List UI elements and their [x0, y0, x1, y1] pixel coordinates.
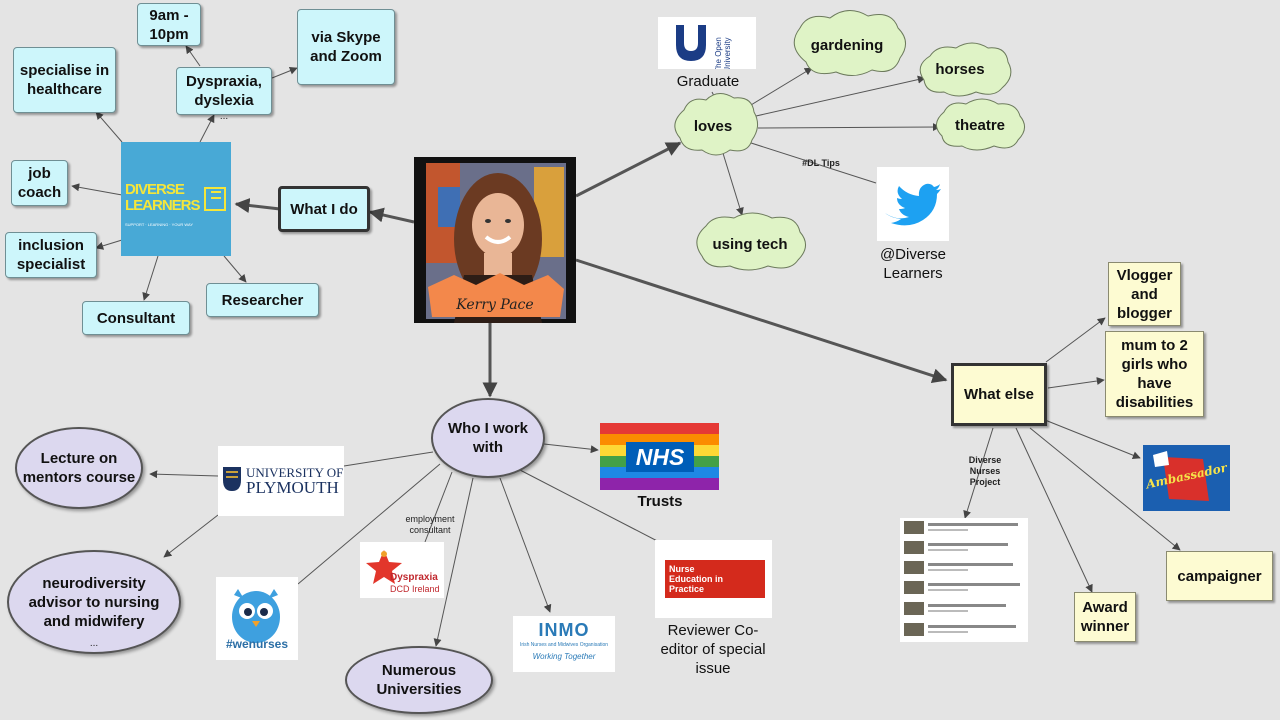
- gardening-node[interactable]: gardening: [810, 37, 884, 54]
- twitter-logo[interactable]: [877, 167, 949, 241]
- twitter-bird-icon: [885, 183, 941, 226]
- dyspraxia-ellipsis: ...: [219, 111, 229, 122]
- consultant-node[interactable]: Consultant: [82, 301, 190, 335]
- dyspraxia-ireland-top-text: Dyspraxia: [390, 572, 438, 583]
- loves-node[interactable]: loves: [693, 118, 733, 135]
- open-university-text: The Open University: [714, 37, 732, 69]
- dyspraxia-dyslexia-node[interactable]: Dyspraxia, dyslexia: [176, 67, 272, 115]
- video-row-5: [904, 602, 1006, 615]
- link-photo-loves: [575, 141, 682, 198]
- numerous-universities-node[interactable]: Numerous Universities: [345, 646, 493, 714]
- nhs-logo: NHS: [600, 423, 719, 490]
- reviewer-label: Reviewer Co-editor of special issue: [660, 622, 766, 677]
- employment-consultant-label: employment consultant: [405, 514, 455, 535]
- profile-photo: Kerry Pace: [414, 157, 576, 323]
- video-row-3: [904, 561, 1013, 574]
- graduate-label: Graduate: [676, 73, 740, 90]
- link-photo-what-i-do: [368, 207, 415, 224]
- neurodiversity-node[interactable]: neurodiversity advisor to nursing and mi…: [7, 550, 181, 654]
- open-university-shield-icon: [676, 25, 706, 61]
- trusts-label: Trusts: [637, 493, 683, 510]
- inmo-motto: Working Together: [532, 652, 596, 661]
- plymouth-top-text: UNIVERSITY OF: [246, 465, 344, 480]
- nep-text: Nurse Education in Practice: [669, 564, 723, 594]
- job-coach-node[interactable]: job coach: [11, 160, 68, 206]
- award-winner-node[interactable]: Award winner: [1074, 592, 1136, 642]
- dyspraxia-ireland-bottom-text: DCD Ireland: [390, 584, 440, 594]
- dyspraxia-ireland-logo: Dyspraxia DCD Ireland: [360, 542, 444, 598]
- video-row-1: [904, 521, 1018, 534]
- plymouth-bottom-text: PLYMOUTH: [246, 478, 339, 497]
- wenurses-logo: #wenurses: [216, 577, 298, 660]
- what-i-do-node[interactable]: What I do: [278, 186, 370, 232]
- video-row-4: [904, 581, 1020, 594]
- theatre-node[interactable]: theatre: [954, 117, 1006, 134]
- wenurses-text: #wenurses: [225, 637, 289, 651]
- ambassador-graphic: [1153, 451, 1209, 501]
- dl-tips-label: #DL Tips: [802, 158, 840, 168]
- specialise-node[interactable]: specialise in healthcare: [13, 47, 116, 113]
- profile-photo-art: [414, 157, 576, 323]
- video-thumbnail-list: [904, 521, 1020, 636]
- using-tech-node[interactable]: using tech: [712, 236, 788, 253]
- nep-red-panel: [665, 560, 765, 598]
- star-figure-icon: [366, 550, 402, 584]
- researcher-node[interactable]: Researcher: [206, 283, 319, 317]
- link-what-i-do-diverse-learners: [234, 198, 281, 213]
- link-photo-what-else: [575, 258, 948, 383]
- inmo-title: INMO: [538, 620, 590, 640]
- video-row-6: [904, 623, 1016, 636]
- nep-logo: Nurse Education in Practice: [655, 540, 772, 618]
- inmo-logo: INMO Irish Nurses and Midwives Organisat…: [513, 616, 615, 672]
- book-icon: [204, 187, 226, 211]
- twitter-handle-label: @Diverse Learners: [879, 246, 947, 282]
- lecture-node[interactable]: Lecture on mentors course: [15, 427, 143, 509]
- diverse-learners-bottom: LEARNERS: [125, 197, 201, 214]
- neurodiversity-ellipsis: ...: [89, 638, 99, 649]
- who-i-work-with-node[interactable]: Who I work with: [431, 398, 545, 478]
- diverse-learners-logo: DIVERSE LEARNERS SUPPORT · LEARNING · YO…: [121, 142, 231, 256]
- time-node[interactable]: 9am - 10pm: [137, 3, 201, 46]
- video-row-2: [904, 541, 1008, 554]
- horses-node[interactable]: horses: [935, 61, 985, 78]
- plymouth-crest-icon: [223, 467, 241, 491]
- what-else-node[interactable]: What else: [951, 363, 1047, 426]
- skype-zoom-node[interactable]: via Skype and Zoom: [297, 9, 395, 85]
- inclusion-specialist-node[interactable]: inclusion specialist: [5, 232, 97, 278]
- campaigner-node[interactable]: campaigner: [1166, 551, 1273, 601]
- nhs-text: NHS: [635, 444, 685, 470]
- diverse-learners-top: DIVERSE: [125, 181, 185, 198]
- rainbow-flag: [600, 423, 719, 490]
- diverse-learners-tagline: SUPPORT · LEARNING · YOUR WAY: [125, 222, 194, 227]
- owl-icon: [232, 589, 280, 643]
- open-university-logo: The Open University: [658, 17, 756, 69]
- diverse-nurses-label: Diverse Nurses Project: [968, 455, 1002, 487]
- ambassador-logo: Ambassador: [1143, 445, 1230, 511]
- diverse-nurses-video-list[interactable]: [900, 518, 1028, 642]
- photo-caption: Kerry Pace: [456, 297, 534, 313]
- plymouth-logo: UNIVERSITY OF PLYMOUTH: [218, 446, 344, 516]
- vlogger-node[interactable]: Vlogger and blogger: [1108, 262, 1181, 326]
- mum-node[interactable]: mum to 2 girls who have disabilities: [1105, 331, 1204, 417]
- inmo-subtitle: Irish Nurses and Midwives Organisation: [519, 642, 609, 648]
